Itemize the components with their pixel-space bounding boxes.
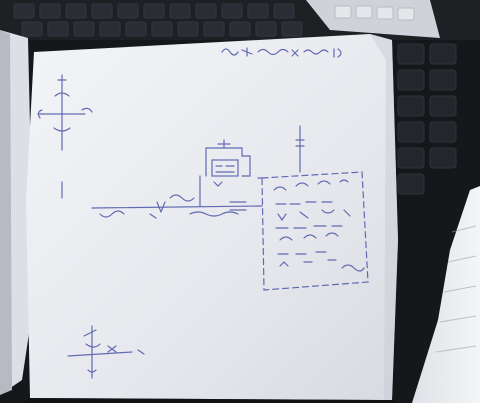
component-block [205,139,251,187]
main-paper-sheet [26,34,398,400]
cross-mark-bottom-left [67,325,145,379]
vertical-lead [295,125,305,173]
ink-sketch [37,47,369,379]
cross-mark-top-left [37,74,93,199]
dashed-component-box [257,171,369,291]
keyboard-background [0,0,480,195]
right-paper-sheet [412,186,480,403]
header-note-scribble [221,47,342,58]
main-wire [91,175,263,219]
